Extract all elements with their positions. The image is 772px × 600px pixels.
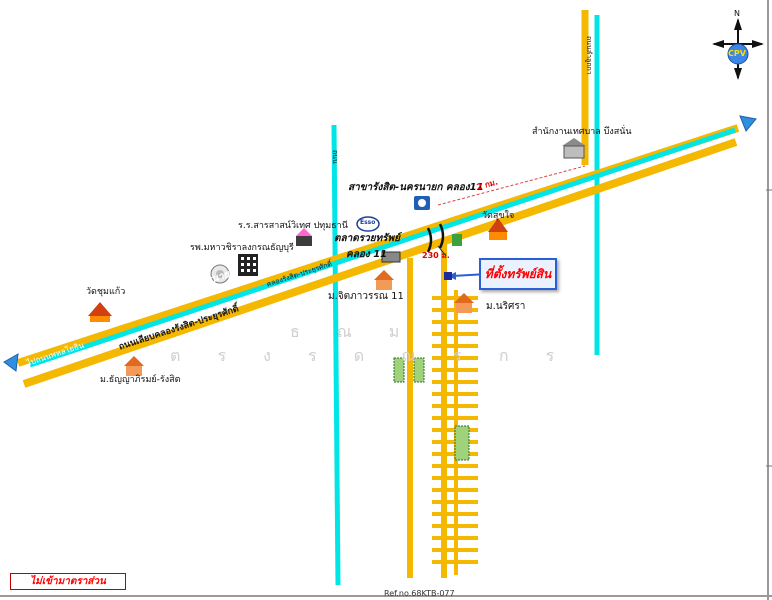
- canal-highway: [29, 127, 736, 368]
- distance-230m: 230 ม.: [422, 251, 450, 260]
- village-1-label: ม.จิตภาวรรณ 11: [328, 291, 404, 302]
- market-label: ตลาดรวยทรัพย์: [334, 233, 400, 244]
- road-label-side-2: ถนนลำลูกกา: [585, 36, 593, 75]
- market-icon: [381, 251, 401, 263]
- temple-icon-2: [488, 218, 508, 240]
- property-location-callout: ที่ตั้งทรัพย์สิน: [479, 258, 557, 290]
- house-icon-3: [124, 356, 144, 376]
- temple-1-label: วัดชุมแก้ว: [86, 287, 126, 297]
- school-label: ร.ร.สารสาสน์วิเทศ ปทุมธานี: [238, 221, 348, 231]
- road-label-side-1: ถนน: [331, 150, 339, 164]
- school-icon: [296, 228, 312, 246]
- arrow-east: [739, 115, 757, 132]
- house-icon-2: [454, 293, 474, 313]
- hospital-label: รพ.มหาวชิราลงกรณธัญบุรี: [190, 243, 294, 253]
- temple-icon-1: [88, 302, 112, 322]
- market-sub-label: คลอง 11: [346, 249, 388, 260]
- reference-number: Ref.no.68KTB-077: [384, 589, 455, 598]
- watermark-text-1: ธ ณ ม: [290, 322, 416, 341]
- park-3: [454, 425, 470, 461]
- subdivision-grid: [432, 290, 478, 575]
- canal-left: [331, 124, 341, 586]
- scale-note-box: ไม่เข้ามาตราส่วน: [10, 573, 126, 590]
- bridge-mark-1: [426, 227, 433, 253]
- bank-logo-icon: [414, 196, 430, 210]
- compass-rose: [712, 18, 764, 80]
- seal-icon: [210, 264, 230, 284]
- park-1: [393, 357, 405, 383]
- watermark-text-2: ต ร ง ร ด ณ ร ก ร: [170, 346, 571, 365]
- village-2-label: ม.นริศรา: [486, 301, 526, 312]
- gas-station-icon: [452, 234, 462, 246]
- distance-line-2km: [437, 165, 586, 206]
- temple-2-label: วัดสุขใจ: [482, 211, 515, 221]
- house-icon-1: [374, 270, 394, 290]
- highway-south: [22, 138, 738, 388]
- municipal-building-icon: [562, 138, 586, 159]
- village-3-label: ม.ธัญญาภิรมย์-รังสิต: [100, 375, 181, 385]
- esso-label: Esso: [360, 219, 376, 226]
- bank-label: สาขารังสิต-นครนายก คลอง11: [348, 182, 484, 193]
- scale-note-label: ไม่เข้ามาตราส่วน: [30, 576, 106, 587]
- property-point: [444, 272, 452, 280]
- municipal-label: สำนักงานเทศบาล บึงสนั่น: [532, 127, 632, 137]
- esso-logo-icon: [356, 216, 380, 232]
- arrow-west: [3, 353, 19, 372]
- property-location-label: ที่ตั้งทรัพย์สิน: [484, 266, 552, 281]
- hospital-icon: [238, 254, 258, 276]
- compass-north-label: N: [734, 9, 740, 18]
- bridge-mark-2: [438, 223, 445, 249]
- park-2: [413, 357, 425, 383]
- compass-badge: CPV: [728, 49, 746, 58]
